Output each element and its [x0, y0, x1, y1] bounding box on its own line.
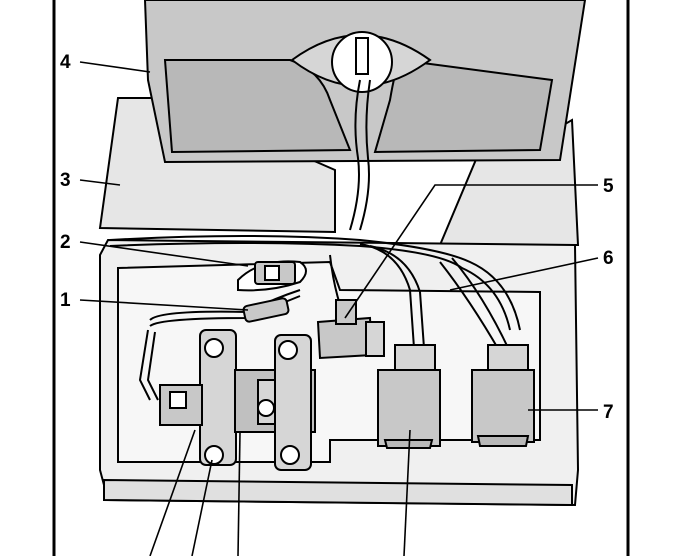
- callout-2: 2: [60, 232, 71, 253]
- relay-right-7: [471, 344, 535, 447]
- small-solenoid-5: [316, 299, 385, 360]
- callout-labels: 4 3 2 1 5 6 7: [60, 52, 614, 423]
- relay-left: [377, 344, 441, 449]
- page-frame: [52, 0, 630, 556]
- callout-4: 4: [60, 52, 71, 73]
- upper-housing: [143, 0, 587, 164]
- inline-connector-1: [242, 297, 290, 323]
- housing-cable: [349, 79, 371, 231]
- base-plate-lip: [103, 478, 573, 507]
- callout-5: 5: [603, 176, 614, 197]
- grommet-plug: [355, 37, 369, 75]
- callout-6: 6: [603, 248, 614, 269]
- callout-1: 1: [60, 290, 71, 311]
- solenoid-valve-assembly: [159, 329, 316, 471]
- leader-lines: [79, 61, 599, 556]
- inline-connector-2: [237, 260, 307, 292]
- callout-3: 3: [60, 170, 71, 191]
- callout-7: 7: [603, 402, 614, 423]
- valve-right-bracket: [274, 334, 312, 471]
